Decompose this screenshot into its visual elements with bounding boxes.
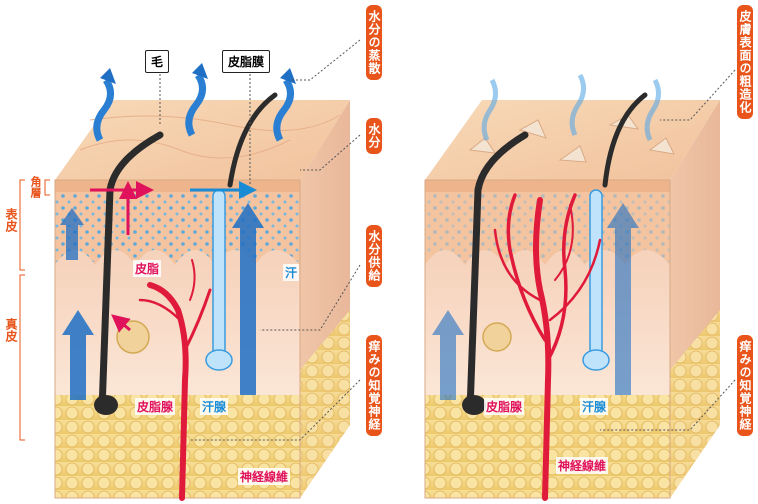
callout-itch-nerve-left: 痒みの知覚神経 — [366, 335, 382, 436]
label-sebaceous-gland-right: 皮脂腺 — [484, 398, 525, 415]
left-nerve-fiber — [138, 259, 212, 501]
right-water-arrows — [432, 73, 661, 400]
left-skin-block — [54, 100, 350, 499]
layer-brackets — [19, 179, 50, 441]
left-sweat-gland — [190, 190, 248, 371]
label-sebaceous-gland-left: 皮脂腺 — [135, 398, 176, 415]
label-nerve-fiber-right: 神経線維 — [556, 457, 609, 474]
left-water-arrows — [60, 63, 296, 400]
label-sebum-film: 皮脂膜 — [222, 50, 271, 73]
leader-lines — [159, 39, 736, 441]
left-sebaceous-gland — [90, 190, 149, 354]
callout-water-supply: 水分供給 — [366, 225, 382, 287]
label-sebum: 皮脂 — [133, 260, 162, 277]
label-stratum-corneum: 角層 — [29, 176, 42, 198]
callout-evaporation: 水分の蒸散 — [366, 5, 382, 80]
callout-rough-surface: 皮膚表面の粗造化 — [737, 5, 753, 119]
label-nerve-fiber-left: 神経線維 — [238, 468, 291, 485]
right-hair — [462, 92, 648, 415]
label-dermis: 真皮 — [4, 318, 18, 342]
label-epidermis: 表皮 — [4, 208, 18, 232]
label-sweat-gland-left: 汗腺 — [200, 398, 229, 415]
right-sebaceous-gland — [482, 322, 512, 352]
right-sweat-gland — [582, 189, 610, 371]
right-nerve-fiber — [493, 193, 602, 501]
callout-itch-nerve-right: 痒みの知覚神経 — [737, 335, 753, 436]
label-sweat-gland-right: 汗腺 — [580, 398, 609, 415]
label-hair: 毛 — [145, 50, 170, 73]
callout-water: 水分 — [366, 118, 382, 154]
label-sweat: 汗 — [283, 264, 300, 281]
